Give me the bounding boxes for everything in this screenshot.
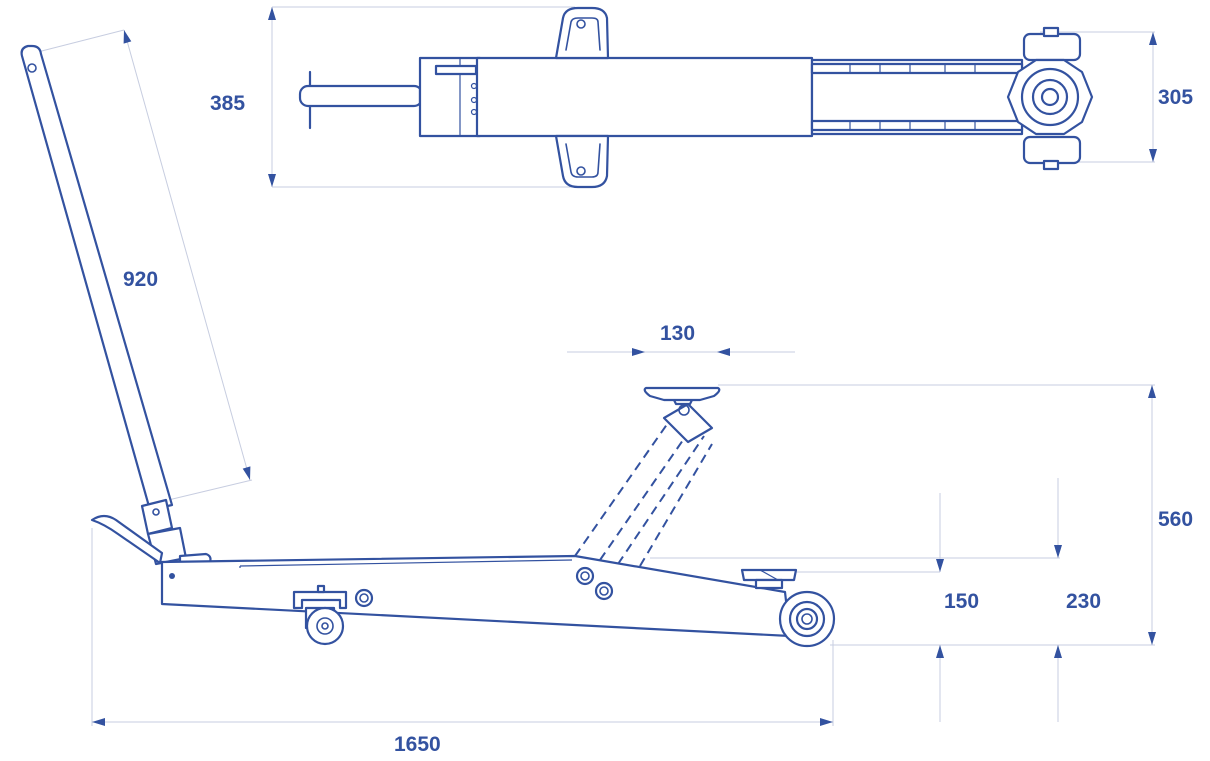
side-view [20, 44, 836, 648]
dimension-label-min-height-left: 150 [944, 590, 980, 613]
handle [20, 44, 188, 566]
dimension-lines [25, 6, 1157, 726]
dimension-label-overall-length: 1650 [394, 733, 441, 756]
saddle-low [740, 568, 798, 590]
rear-wheel [778, 590, 836, 648]
dimension-label-handle-length: 920 [123, 268, 159, 291]
lift-arm-raised [574, 386, 721, 567]
front-caster [292, 584, 348, 646]
dimension-label-saddle-width: 130 [660, 322, 696, 345]
dimension-label-wheel-track: 305 [1158, 86, 1194, 109]
dimension-label-max-height: 560 [1158, 508, 1194, 531]
top-view [298, 6, 1094, 189]
dimension-label-top-width: 385 [210, 92, 246, 115]
dimension-label-min-height-right: 230 [1066, 590, 1102, 613]
